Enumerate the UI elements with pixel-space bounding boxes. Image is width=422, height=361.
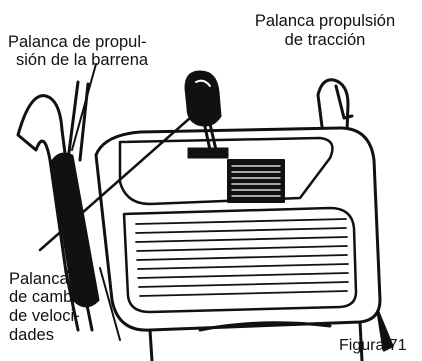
- shift-leader-line: [99, 267, 121, 341]
- lever-base: [187, 147, 229, 159]
- center-leader-line: [38, 116, 192, 252]
- auger-lever-arm: [66, 80, 90, 162]
- figure-caption: Figura 71: [339, 337, 407, 354]
- louver-lines: [135, 218, 349, 297]
- shift-lever-label-line4: dades: [9, 326, 54, 344]
- shift-lever-rod: [202, 120, 218, 152]
- shift-lever-bottom: [376, 310, 394, 352]
- traction-lever-label-line2: de tracción: [284, 31, 366, 49]
- auger-lever-label-line2: sión de la barrena: [16, 51, 149, 69]
- vent-grille: [227, 159, 285, 203]
- traction-lever-arm: [334, 84, 354, 120]
- traction-lever-label-line1: Palanca propulsión: [254, 12, 396, 30]
- shift-lever-label-line1: Palanca: [9, 270, 69, 288]
- shift-lever-knob: [184, 70, 222, 127]
- shift-lever-label-line3: de veloci-: [9, 307, 80, 325]
- auger-lever-grip: [50, 152, 100, 308]
- chassis-bottom: [148, 320, 364, 361]
- shift-lever-label-line2: de cambio: [9, 288, 86, 306]
- auger-leader-line: [71, 63, 97, 151]
- auger-lever-label-line1: Palanca de propul-: [8, 33, 147, 51]
